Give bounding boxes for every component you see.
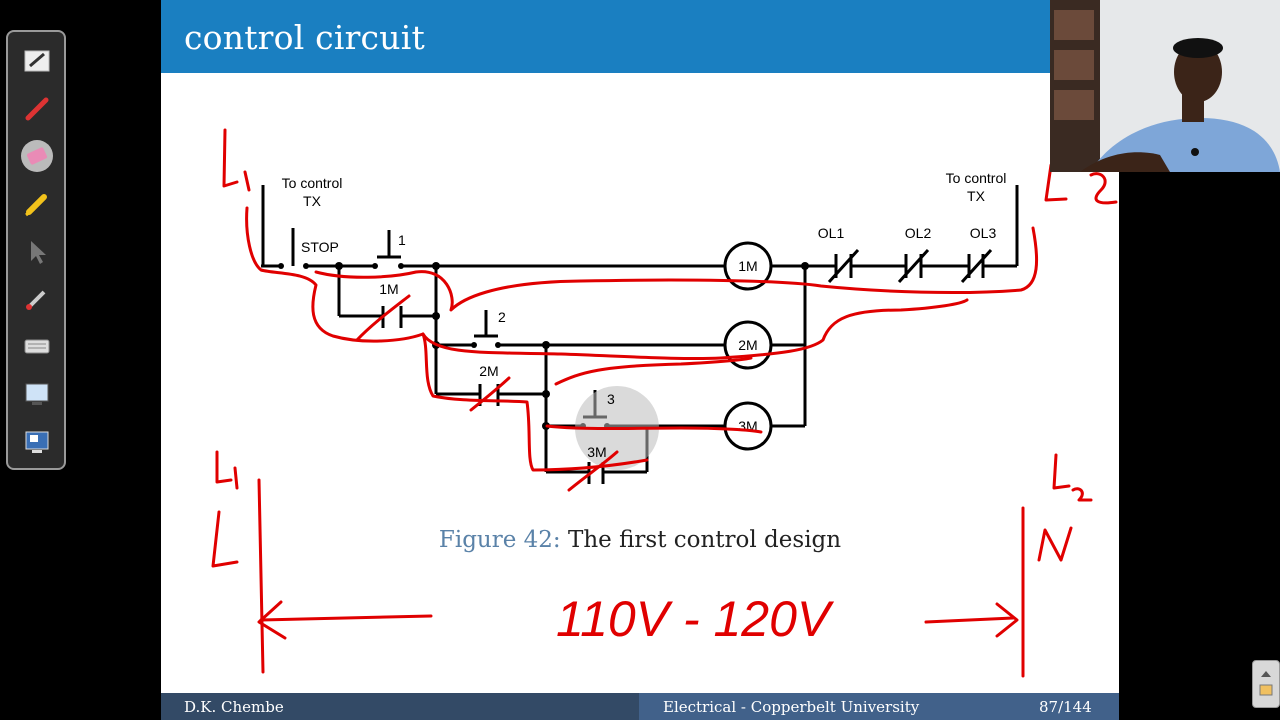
overload-contacts — [827, 248, 993, 284]
pointer-icon[interactable] — [20, 235, 54, 269]
handwritten-ink — [222, 128, 1118, 492]
footer-right: Electrical - Copperbelt University 87/14… — [639, 693, 1119, 720]
right-supply-label-2: TX — [967, 188, 986, 204]
handwritten-text: 110V - 120V — [556, 591, 835, 647]
left-supply-label-1: To control — [282, 175, 343, 191]
footer-page-number: 87/144 — [1039, 698, 1092, 716]
circuit-labels: To control TX To control TX STOP 1 2 3 1… — [282, 170, 1007, 460]
pushbutton-3-label: 3 — [607, 391, 615, 407]
coil-1m-label: 1M — [738, 258, 757, 274]
pushbutton-2-label: 2 — [498, 309, 506, 325]
aux-1m-label: 1M — [379, 281, 398, 297]
presenter-video-icon — [1050, 0, 1280, 172]
motor-coils — [723, 241, 773, 451]
pen-tool-icon[interactable] — [20, 44, 54, 78]
slide-footer: D.K. Chembe Electrical - Copperbelt Univ… — [161, 693, 1119, 720]
slide: control circuit — [161, 0, 1119, 720]
slide-header: control circuit — [161, 0, 1119, 73]
ol1-label: OL1 — [818, 225, 845, 241]
footer-course: Electrical - Copperbelt University — [663, 698, 920, 716]
figure-title: The first control design — [568, 527, 842, 553]
voltage-label: 110V - 120V — [556, 591, 835, 647]
figure-number: Figure 42: — [438, 527, 561, 553]
screen-capture-icon[interactable] — [20, 377, 54, 411]
desktop-icon[interactable] — [20, 425, 54, 459]
stop-button-label: STOP — [301, 239, 339, 255]
control-circuit-diagram: To control TX To control TX STOP 1 2 3 1… — [211, 128, 1118, 678]
presenter-webcam — [1050, 0, 1280, 172]
coil-2m-label: 2M — [738, 337, 757, 353]
pushbutton-1-label: 1 — [398, 232, 406, 248]
highlighter-icon[interactable] — [20, 187, 54, 221]
slide-title: control circuit — [184, 18, 425, 57]
coil-1m — [723, 241, 773, 291]
footer-author: D.K. Chembe — [184, 698, 284, 716]
ol2-label: OL2 — [905, 225, 932, 241]
ol3-label: OL3 — [970, 225, 997, 241]
left-supply-label-2: TX — [303, 193, 322, 209]
footer-left: D.K. Chembe — [161, 693, 639, 720]
coil-3m — [723, 401, 773, 451]
marker-icon[interactable] — [20, 92, 54, 126]
figure-caption: Figure 42: The first control design — [161, 527, 1119, 553]
aux-2m-label: 2M — [479, 363, 498, 379]
window-resize-handle[interactable] — [1252, 660, 1280, 708]
voltage-annotation — [211, 450, 1093, 678]
laser-pen-icon[interactable] — [20, 282, 54, 316]
annotation-toolbar — [6, 30, 66, 470]
aux-3m-label: 3M — [587, 444, 606, 460]
eraser-icon[interactable] — [20, 139, 54, 173]
keyboard-icon[interactable] — [20, 329, 54, 363]
right-supply-label-1: To control — [946, 170, 1007, 186]
aux-contacts — [381, 306, 605, 484]
